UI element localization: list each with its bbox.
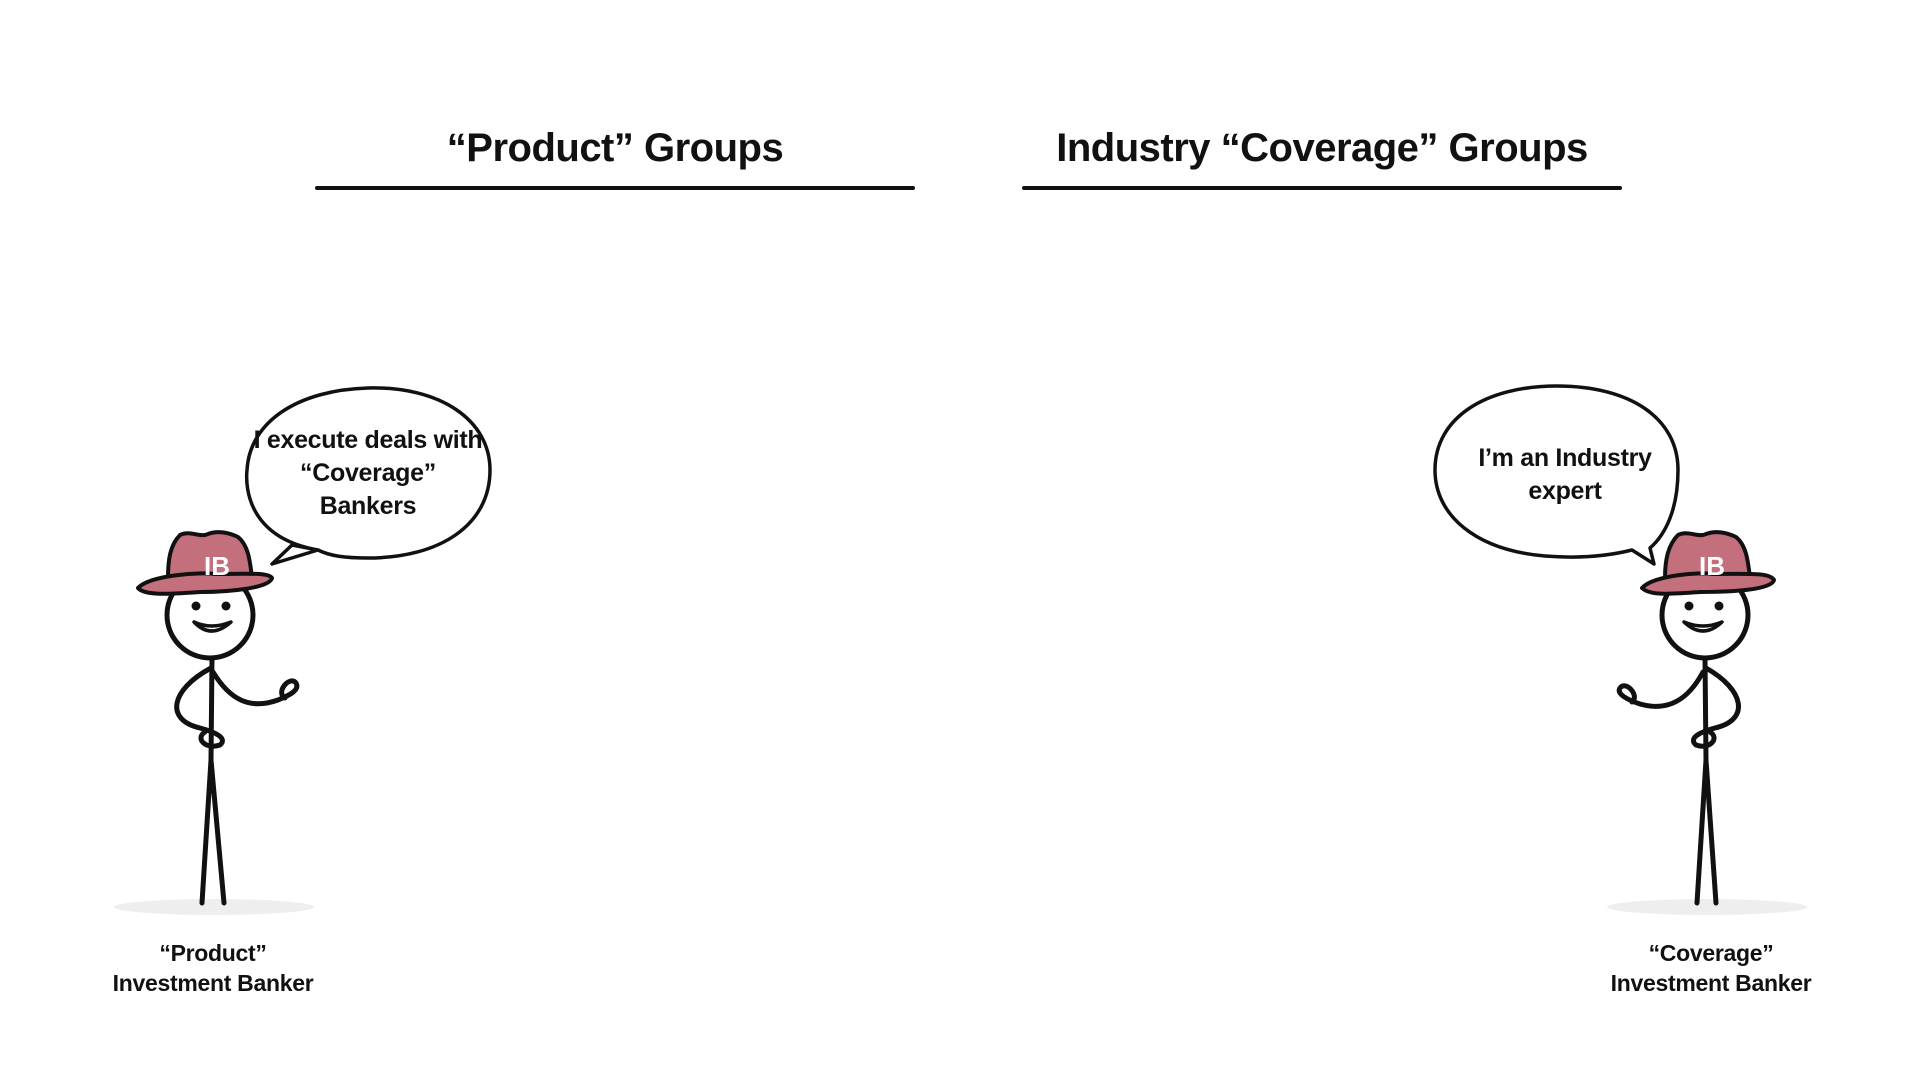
- product-groups-underline: [315, 186, 915, 190]
- coverage-banker-caption-line2: Investment Banker: [1610, 970, 1812, 996]
- ib-hat-right-text: IB: [1699, 551, 1725, 581]
- ground-shadow-left: [114, 899, 314, 915]
- product-banker-caption-line1: “Product”: [159, 940, 267, 966]
- product-banker-speech: I execute deals with “Coverage” Bankers: [253, 426, 483, 520]
- coverage-groups-header: Industry “Coverage” Groups: [1022, 118, 1622, 190]
- coverage-banker-caption: “Coverage” Investment Banker: [1551, 938, 1871, 998]
- coverage-banker-speech: I’m an Industry expert: [1478, 444, 1652, 505]
- ib-hat-right: IB: [1640, 530, 1776, 596]
- ib-hat-left: IB: [136, 530, 274, 596]
- product-groups-title: “Product” Groups: [446, 126, 784, 170]
- product-groups-header: “Product” Groups: [315, 118, 915, 190]
- product-banker-caption: “Product” Investment Banker: [53, 938, 373, 998]
- product-banker-figure: [114, 569, 314, 915]
- coverage-banker-figure: [1607, 569, 1807, 915]
- coverage-groups-underline: [1022, 186, 1622, 190]
- ib-hat-left-text: IB: [204, 551, 230, 581]
- product-banker-caption-line2: Investment Banker: [112, 970, 314, 996]
- speech-bubble-left: [244, 386, 492, 566]
- coverage-banker-caption-line1: “Coverage”: [1648, 940, 1774, 966]
- speech-bubble-right: [1433, 384, 1680, 566]
- coverage-groups-title: Industry “Coverage” Groups: [1056, 126, 1588, 170]
- ground-shadow-right: [1607, 899, 1807, 915]
